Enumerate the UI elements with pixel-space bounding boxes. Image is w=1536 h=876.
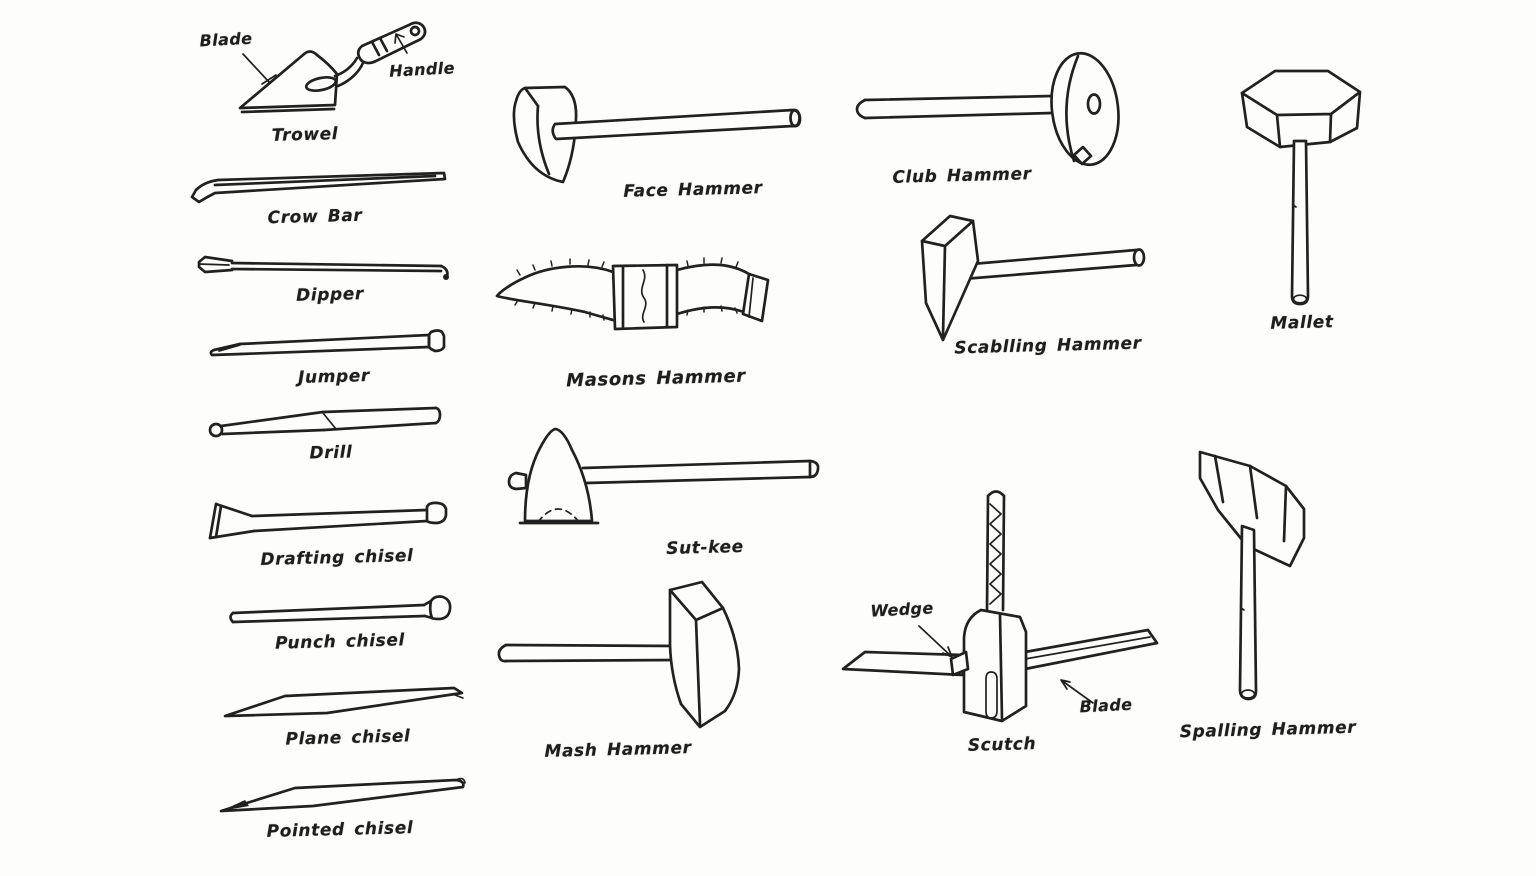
scan-speckles [0,0,2,2]
scutch-figure: Wedge Blade Scutch [840,478,1170,756]
sut-kee-illustration [507,427,820,525]
dipper-figure: Dipper [196,252,456,306]
trowel-figure: Blade Handle Trowel [185,18,465,146]
pointed-chisel-figure: Pointed chisel [213,773,473,842]
scabbling-hammer-illustration [920,214,1146,342]
masons-hammer-label: Masons Hammer [565,365,747,392]
jumper-illustration [209,329,446,357]
scabbling-hammer-label: Scablling Hammer [954,333,1142,359]
drill-figure: Drill [205,403,450,464]
club-hammer-label: Club Hammer [892,164,1032,188]
face-hammer-illustration [512,85,802,184]
scutch-label: Scutch [967,734,1037,756]
pointed-chisel-label: Pointed chisel [266,818,414,842]
scutch-blade-callout: Blade [1079,694,1133,717]
drafting-chisel-label: Drafting chisel [260,546,414,570]
blade-callout-arrow [1060,679,1094,704]
sut-kee-figure: Sut-kee [505,418,825,559]
plane-chisel-illustration [223,686,464,718]
handle-callout-arrow [394,33,408,54]
crow-bar-figure: Crow Bar [188,163,453,228]
punch-chisel-illustration [229,595,452,624]
trowel-label: Trowel [271,124,339,146]
jumper-figure: Jumper [205,328,455,388]
dipper-label: Dipper [295,284,365,306]
trowel-handle-callout: Handle [388,58,456,81]
mash-hammer-illustration [497,580,741,729]
masons-hammer-illustration [495,257,770,331]
jumper-label: Jumper [297,366,371,388]
club-hammer-illustration [855,51,1120,167]
crow-bar-illustration [190,171,447,204]
face-hammer-label: Face Hammer [623,178,763,202]
masons-hammer-figure: Masons Hammer [490,248,825,391]
scutch-illustration [841,490,1159,723]
spalling-hammer-illustration [1198,450,1306,701]
mallet-figure: Mallet [1235,55,1380,334]
spalling-hammer-figure: Spalling Hammer [1179,438,1365,742]
club-hammer-figure: Club Hammer [855,51,1145,188]
scutch-wedge-callout: Wedge [869,598,935,621]
crow-bar-label: Crow Bar [267,205,363,229]
drill-illustration [208,406,442,438]
mallet-label: Mallet [1270,312,1334,334]
trowel-blade-callout: Blade [199,28,253,51]
plane-chisel-figure: Plane chisel [215,683,465,750]
scabbling-hammer-figure: Scablling Hammer [905,208,1175,358]
drafting-chisel-figure: Drafting chisel [205,498,455,570]
face-hammer-figure: Face Hammer [505,78,815,202]
drafting-chisel-illustration [208,501,448,540]
wedge-callout-arrow [918,625,953,658]
mash-hammer-label: Mash Hammer [544,738,692,762]
drill-label: Drill [309,442,353,464]
spalling-hammer-label: Spalling Hammer [1179,717,1357,743]
sut-kee-label: Sut-kee [666,536,744,560]
punch-chisel-label: Punch chisel [274,630,406,654]
mash-hammer-figure: Mash Hammer [495,575,765,762]
pointed-chisel-illustration [219,777,466,813]
plane-chisel-label: Plane chisel [285,726,411,750]
mallet-illustration [1240,69,1362,306]
blade-callout-line [242,53,277,85]
dipper-illustration [197,255,449,280]
punch-chisel-figure: Punch chisel [220,593,460,654]
trowel-illustration [238,21,427,114]
